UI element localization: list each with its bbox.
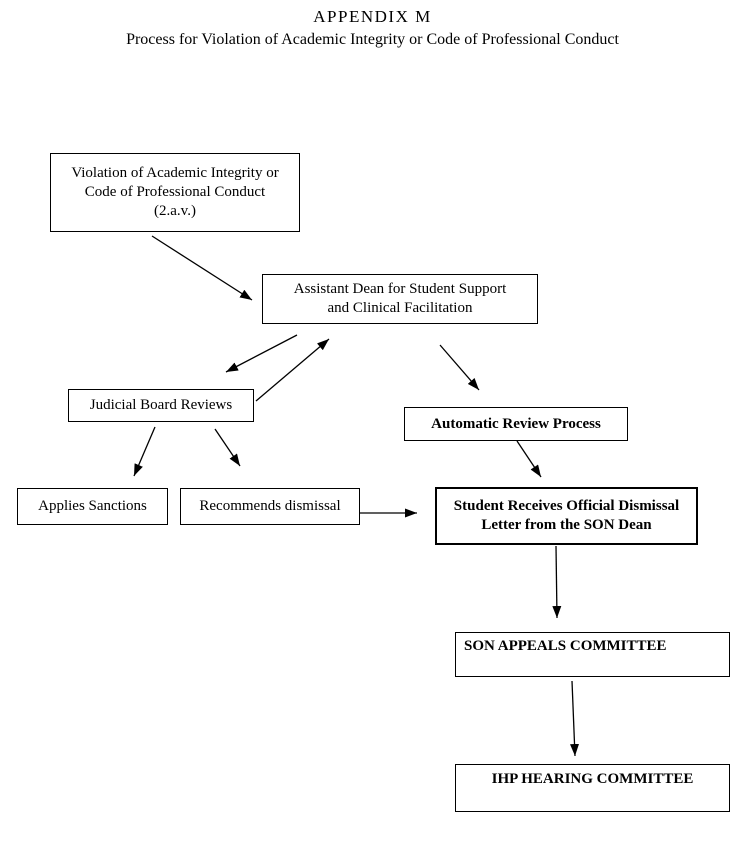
node-son-appeals-committee: SON APPEALS COMMITTEE bbox=[455, 632, 730, 677]
arrow-automatic-review-to-dismissal-letter bbox=[516, 440, 542, 478]
node-applies-sanctions: Applies Sanctions bbox=[17, 488, 168, 525]
node-assistant-dean: Assistant Dean for Student Support and C… bbox=[262, 274, 538, 324]
page-header: APPENDIX M Process for Violation of Acad… bbox=[0, 5, 745, 51]
arrow-dismissal-letter-to-son-appeals bbox=[552, 545, 562, 619]
node-recommends-dismissal: Recommends dismissal bbox=[180, 488, 360, 525]
page-subtitle: Process for Violation of Academic Integr… bbox=[126, 31, 619, 48]
node-automatic-review-process: Automatic Review Process bbox=[404, 407, 628, 441]
arrow-assistant-dean-to-automatic-review bbox=[439, 344, 480, 391]
node-dismissal-letter: Student Receives Official Dismissal Lett… bbox=[435, 487, 698, 545]
node-ihp-hearing-committee: IHP HEARING COMMITTEE bbox=[455, 764, 730, 812]
arrow-judicial-board-to-recommends-dismissal bbox=[214, 428, 241, 467]
node-judicial-board-reviews: Judicial Board Reviews bbox=[68, 389, 254, 422]
arrow-violation-to-assistant-dean bbox=[151, 235, 253, 301]
page-title: APPENDIX M bbox=[313, 7, 432, 26]
arrow-assistant-dean-to-judicial-board bbox=[225, 334, 298, 373]
arrow-judicial-board-to-applies-sanctions bbox=[133, 426, 156, 477]
arrow-judicial-board-to-assistant-dean bbox=[255, 338, 330, 402]
node-violation: Violation of Academic Integrity or Code … bbox=[50, 153, 300, 232]
arrow-son-appeals-to-ihp-hearing bbox=[570, 680, 580, 757]
